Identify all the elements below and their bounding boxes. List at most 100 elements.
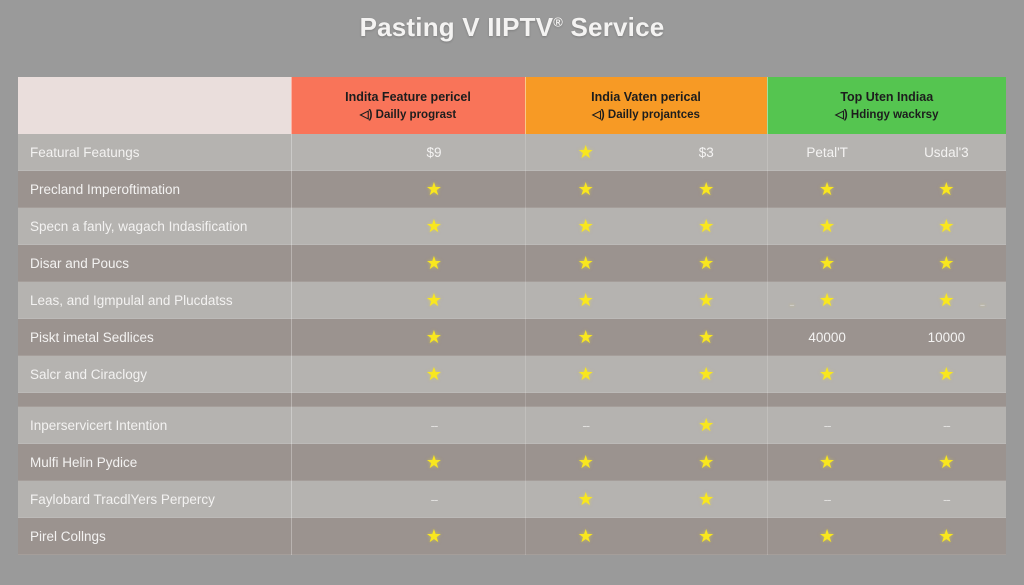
star-cell: ★ — [887, 208, 1006, 244]
row-col2: ★★ — [525, 355, 768, 393]
star-icon: ★ — [698, 253, 715, 273]
star-icon: ★ — [698, 179, 715, 199]
star-icon: ★ — [938, 291, 954, 309]
star-cell: ★ — [526, 134, 647, 170]
header-column-2-title: India Vaten perical — [591, 89, 701, 104]
star-cell: ★ — [292, 356, 525, 392]
star-icon: ★ — [577, 179, 594, 199]
star-cell: ★ — [768, 171, 887, 207]
value-label: Usdal'3 — [924, 144, 969, 160]
table-row: Mulfi Helin Pydice★★★★★ — [18, 443, 1006, 481]
star-icon: ★ — [819, 253, 836, 273]
star-cell: ★ — [292, 282, 525, 318]
dash-marker: -- — [430, 417, 439, 433]
star-cell: ★ — [646, 518, 767, 554]
registered-mark: ® — [553, 14, 564, 30]
header-column-1-title: Indita Feature pericel — [345, 89, 471, 104]
table-row: Salcr and Ciraclogy★★★★★ — [18, 355, 1006, 393]
row-label — [18, 392, 292, 407]
star-cell: ★ — [768, 208, 887, 244]
row-col1: -- — [291, 480, 526, 518]
header-column-3[interactable]: Top Uten Indiaa ◁) Hdingy wackrsy — [767, 77, 1006, 134]
star-cell: ★ — [526, 319, 647, 355]
dash-cell: -- — [292, 407, 525, 443]
dash-cell: -- — [292, 481, 525, 517]
row-label: Inperservicert Intention — [18, 406, 292, 444]
row-label: Featural Featungs — [18, 134, 292, 171]
star-icon: ★ — [819, 179, 836, 199]
comparison-table: Indita Feature pericel ◁) Dailly progras… — [18, 77, 1006, 555]
value-label: 40000 — [808, 329, 846, 345]
table-row: Inperservicert Intention -- -- ★ -- -- — [18, 406, 1006, 444]
value-cell: Usdal'3 — [887, 134, 1006, 170]
star-icon: ★ — [698, 452, 715, 472]
star-icon: ★ — [698, 526, 715, 546]
header-column-3-title: Top Uten Indiaa — [840, 89, 934, 104]
star-icon: ★ — [425, 290, 443, 310]
row-col2: ★★ — [525, 443, 768, 481]
star-icon: ★ — [698, 415, 715, 435]
dash-marker: -- — [430, 491, 439, 507]
row-col1: ★ — [291, 207, 526, 245]
header-column-1-subtitle: ◁) Dailly prograst — [359, 108, 457, 121]
star-icon: ★ — [425, 364, 443, 384]
star-cell: ★ — [526, 171, 647, 207]
row-col1: ★ — [291, 355, 526, 393]
row-col2: ★★ — [525, 517, 768, 555]
star-cell: ★ — [526, 245, 647, 281]
row-col2: ★★ — [525, 207, 768, 245]
row-col3: -- -- — [767, 406, 1006, 444]
row-col1: $9 — [291, 134, 526, 171]
star-icon: ★ — [425, 452, 443, 472]
row-col1: -- — [291, 406, 526, 444]
star-icon: ★ — [577, 327, 594, 347]
dash-cell: -- — [887, 407, 1006, 443]
value-cell: 40000 — [768, 319, 887, 355]
star-cell: ★ — [646, 444, 767, 480]
star-icon: ★ — [698, 364, 715, 384]
header-blank-cell — [18, 77, 292, 134]
row-col2: -- ★ — [525, 406, 768, 444]
row-label: Pirel Collngs — [18, 517, 292, 555]
row-col1: ★ — [291, 244, 526, 282]
value-cell: Petal'T — [768, 134, 887, 170]
star-cell: ★ — [646, 208, 767, 244]
star-icon: ★ — [425, 179, 443, 199]
header-column-2[interactable]: India Vaten perical ◁) Dailly projantces — [525, 77, 768, 134]
row-col1: ★ — [291, 318, 526, 356]
table-row: Disar and Poucs★★★★★ — [18, 244, 1006, 282]
star-icon: ★ — [819, 291, 835, 309]
star-cell: ★ — [292, 171, 525, 207]
star-icon: ★ — [938, 216, 955, 236]
dash-cell: -- — [887, 481, 1006, 517]
star-icon: ★ — [938, 452, 955, 472]
star-icon: ★ — [698, 290, 715, 310]
row-col3: ★★ — [767, 355, 1006, 393]
star-icon: ★ — [425, 216, 443, 236]
row-label: Precland Imperoftimation — [18, 170, 292, 208]
star-cell: ★ — [526, 481, 647, 517]
row-label: Piskt imetal Sedlices — [18, 318, 292, 356]
star-icon: ★ — [577, 253, 594, 273]
dash-marker: -- — [823, 491, 832, 507]
table-row: Faylobard TracdlYers Perpercy--★★---- — [18, 480, 1006, 518]
dash-marker: -- — [823, 417, 832, 433]
star-cell: ★ — [887, 245, 1006, 281]
dash-cell: -- — [768, 481, 887, 517]
star-cell: ★ — [646, 481, 767, 517]
row-col2: ★★ — [525, 480, 768, 518]
star-cell: ★ — [887, 518, 1006, 554]
row-label: Leas, and Igmpulal and Plucdatss — [18, 281, 292, 319]
star-cell: ★ — [887, 356, 1006, 392]
row-col3: ★★ — [767, 170, 1006, 208]
table-row: Precland Imperoftimation★★★★★ — [18, 170, 1006, 208]
table-row: Pirel Collngs★★★★★ — [18, 517, 1006, 555]
header-column-1[interactable]: Indita Feature pericel ◁) Dailly progras… — [291, 77, 526, 134]
row-col2 — [525, 392, 768, 407]
star-icon: ★ — [425, 327, 443, 347]
table-row: Leas, and Igmpulal and Plucdatss★★★★★ — [18, 281, 1006, 319]
star-cell: ★ — [646, 407, 767, 443]
star-icon: ★ — [577, 452, 594, 472]
dash-cell: -- — [526, 407, 647, 443]
